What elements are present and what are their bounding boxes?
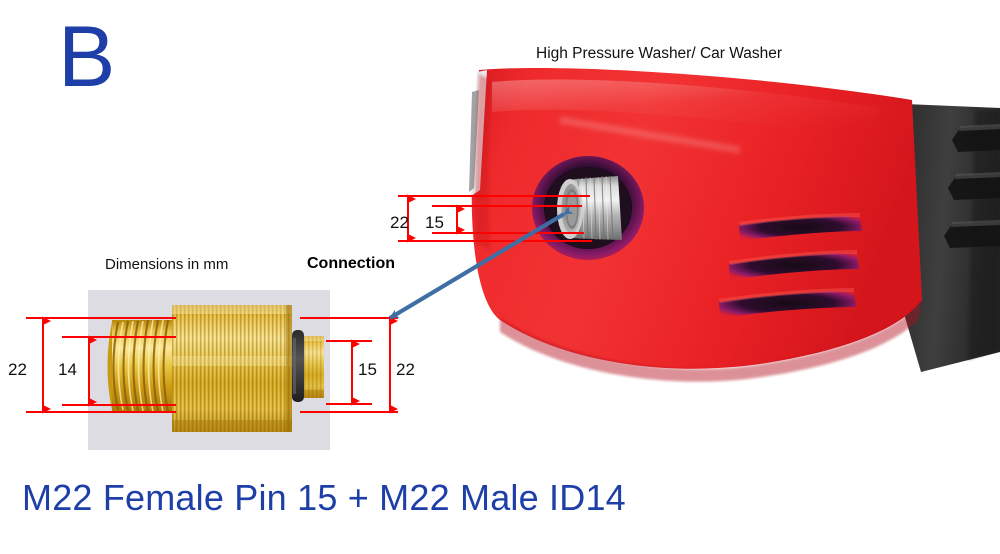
washer-dim-15 — [432, 204, 584, 235]
adapter-dim-left-22 — [26, 316, 176, 414]
adapter-dim-right-22 — [300, 316, 398, 414]
washer-side-panel — [900, 104, 1000, 372]
washer-title-label: High Pressure Washer/ Car Washer — [536, 45, 783, 62]
side-vent-slots — [944, 126, 1000, 248]
adapter-dim-right-22-value: 22 — [396, 360, 415, 379]
adapter-part — [107, 305, 324, 432]
adapter-female-stub — [304, 336, 324, 398]
panel-letter-b: B — [58, 9, 116, 105]
washer-dim-22-value: 22 — [390, 213, 409, 232]
adapter-o-ring — [292, 330, 304, 402]
washer-dim-15-value: 15 — [425, 213, 444, 232]
adapter-dim-left-14-value: 14 — [58, 360, 77, 379]
connection-label: Connection — [307, 255, 395, 272]
product-caption: M22 Female Pin 15 + M22 Male ID14 — [22, 477, 626, 518]
adapter-knurled-body — [172, 305, 292, 432]
dimensions-unit-note: Dimensions in mm — [105, 256, 229, 273]
adapter-dim-left-22-value: 22 — [8, 360, 27, 379]
adapter-dim-left-14 — [62, 335, 176, 407]
adapter-dim-right-15 — [326, 339, 372, 406]
adapter-dim-right-15-value: 15 — [358, 360, 377, 379]
washer-vent-slots — [719, 213, 862, 318]
adapter-male-thread — [107, 319, 174, 413]
connection-arrow — [388, 205, 574, 320]
